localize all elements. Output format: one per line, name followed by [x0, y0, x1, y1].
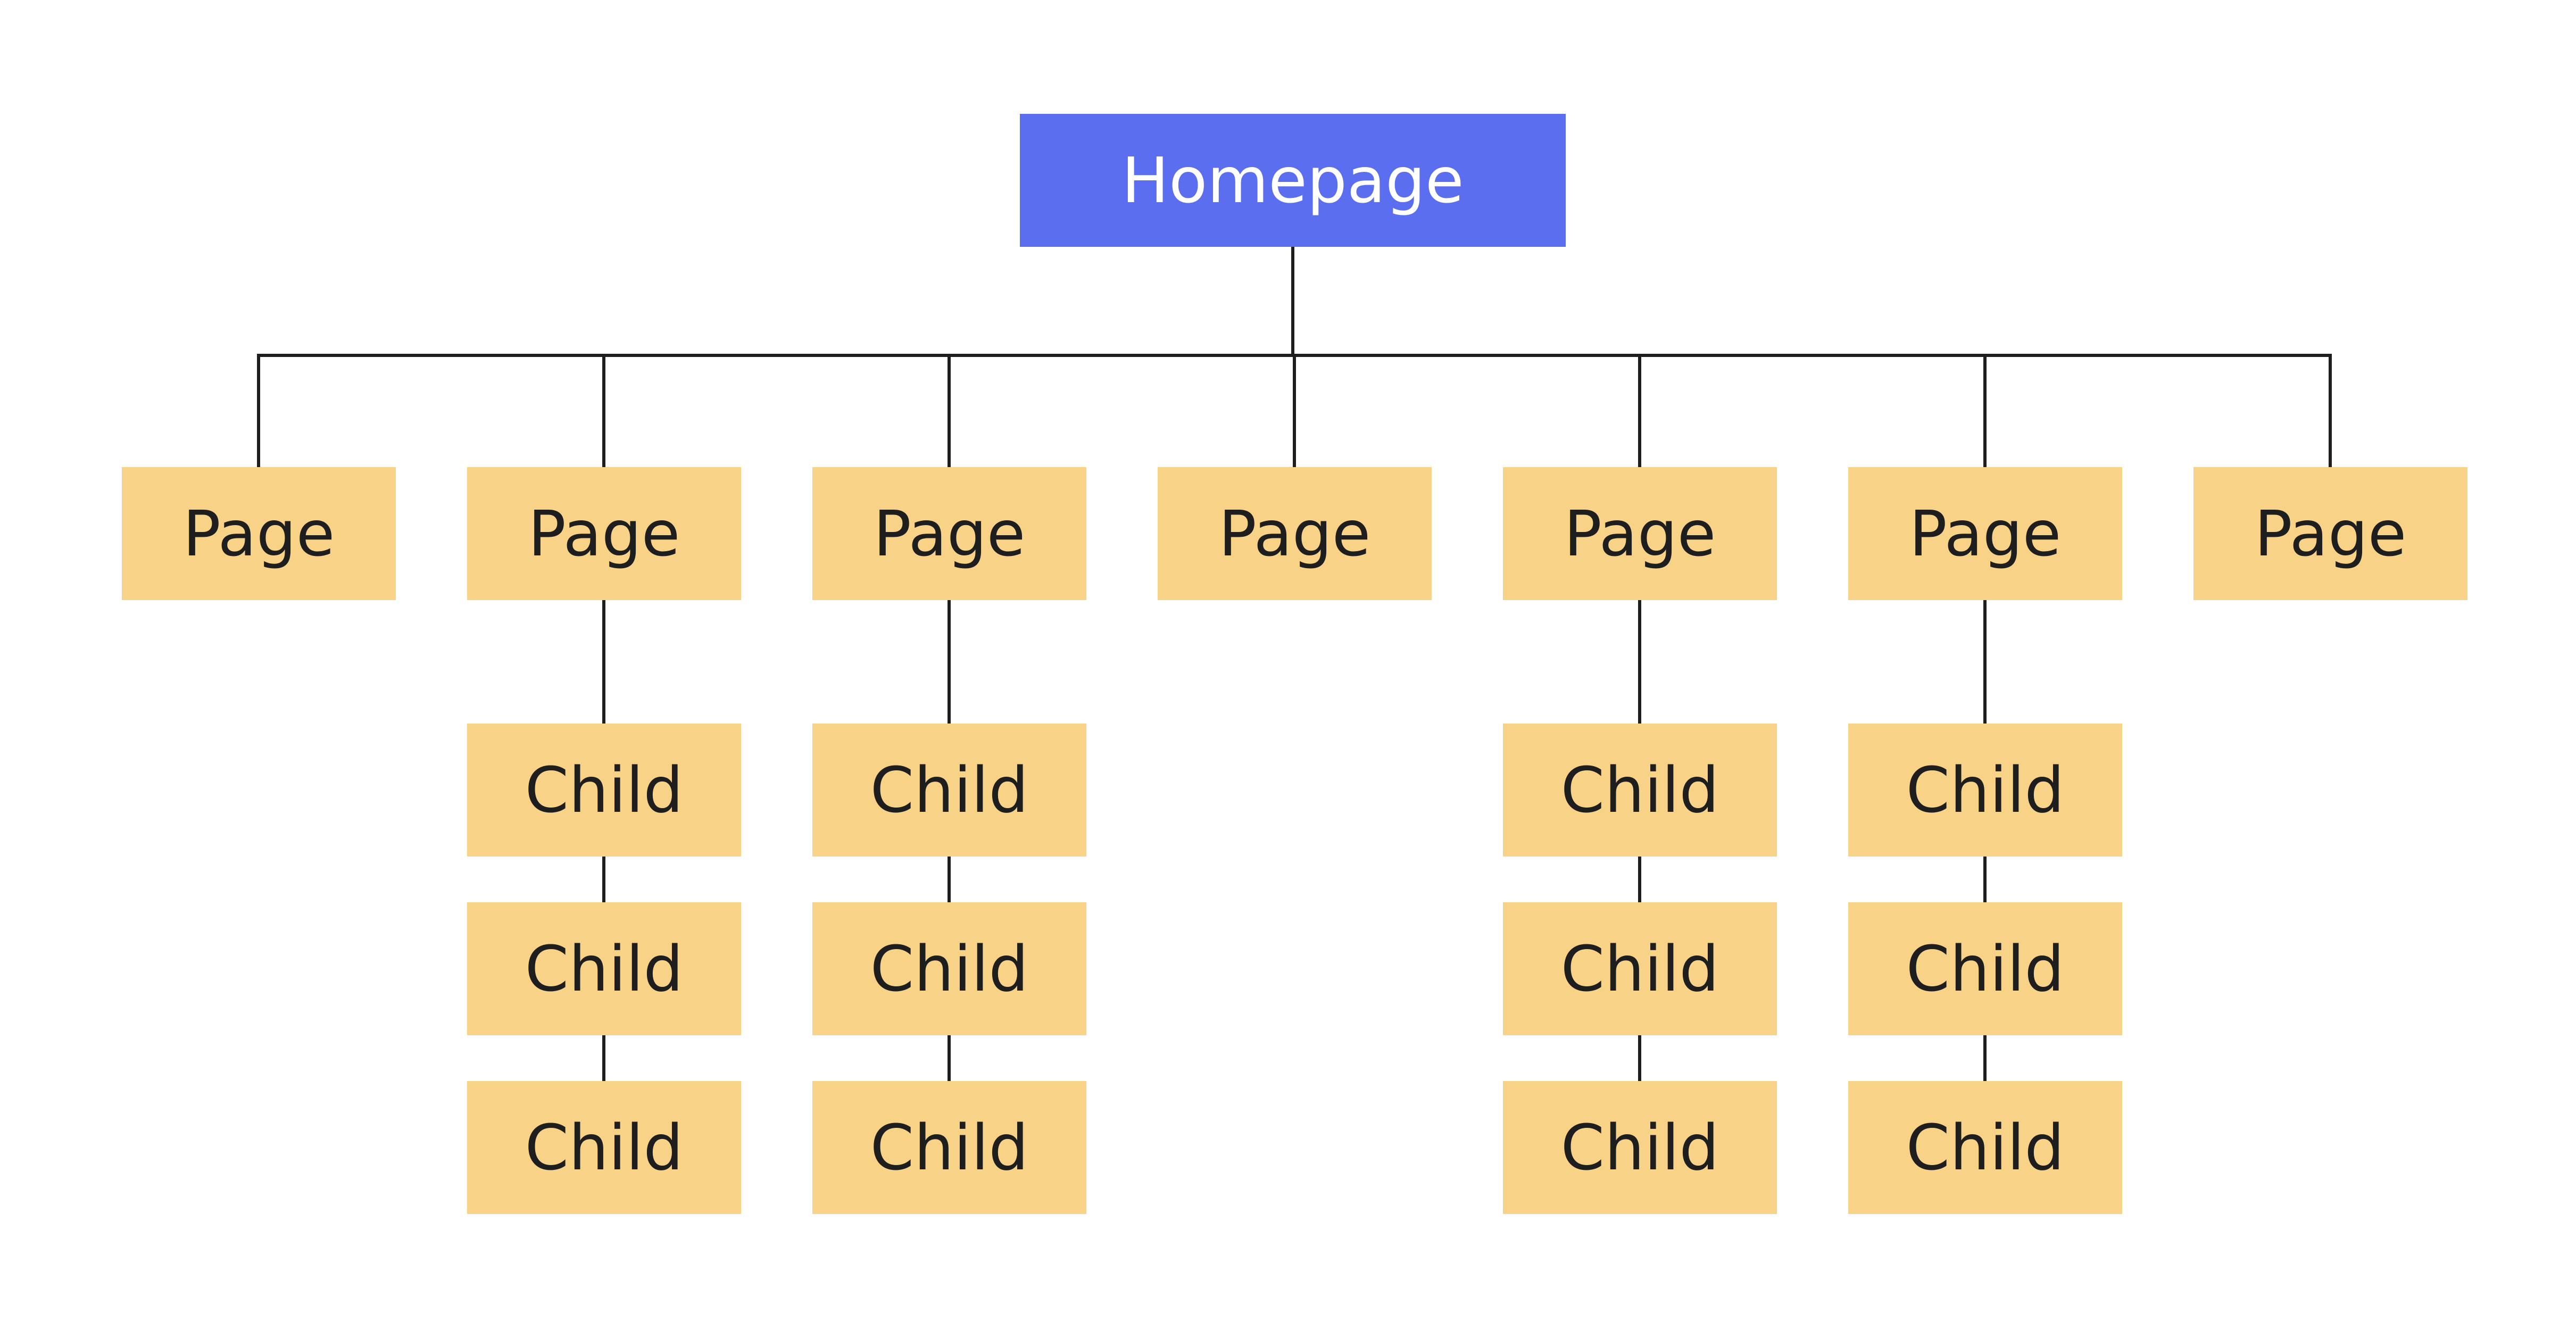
page-node-6: Page	[1848, 467, 2122, 600]
child-node-page-3-2: Child	[812, 902, 1086, 1035]
homepage-label: Homepage	[1121, 144, 1464, 217]
child-node-page-6-3: Child	[1848, 1081, 2122, 1214]
child-label: Child	[870, 932, 1029, 1005]
child-node-page-2-2: Child	[467, 902, 741, 1035]
child-node-page-5-2: Child	[1503, 902, 1777, 1035]
child-node-page-5-3: Child	[1503, 1081, 1777, 1214]
page-label: Page	[2254, 497, 2407, 570]
child-node-page-2-1: Child	[467, 724, 741, 857]
child-label: Child	[525, 932, 684, 1005]
child-node-page-3-1: Child	[812, 724, 1086, 857]
page-label: Page	[528, 497, 680, 570]
child-label: Child	[1906, 1111, 2065, 1184]
homepage-node: Homepage	[1020, 114, 1566, 247]
child-node-page-2-3: Child	[467, 1081, 741, 1214]
child-label: Child	[1906, 753, 2065, 827]
page-label: Page	[1564, 497, 1716, 570]
page-label: Page	[1218, 497, 1371, 570]
child-node-page-3-3: Child	[812, 1081, 1086, 1214]
child-label: Child	[1560, 753, 1719, 827]
page-label: Page	[182, 497, 335, 570]
page-node-3: Page	[812, 467, 1086, 600]
page-node-5: Page	[1503, 467, 1777, 600]
child-label: Child	[525, 753, 684, 827]
child-label: Child	[870, 753, 1029, 827]
page-node-2: Page	[467, 467, 741, 600]
page-label: Page	[873, 497, 1026, 570]
child-label: Child	[1560, 932, 1719, 1005]
child-node-page-6-1: Child	[1848, 724, 2122, 857]
page-node-4: Page	[1158, 467, 1432, 600]
page-node-1: Page	[122, 467, 396, 600]
child-label: Child	[1560, 1111, 1719, 1184]
child-label: Child	[525, 1111, 684, 1184]
child-node-page-5-1: Child	[1503, 724, 1777, 857]
child-node-page-6-2: Child	[1848, 902, 2122, 1035]
child-label: Child	[1906, 932, 2065, 1005]
page-label: Page	[1909, 497, 2062, 570]
child-label: Child	[870, 1111, 1029, 1184]
page-node-7: Page	[2193, 467, 2467, 600]
